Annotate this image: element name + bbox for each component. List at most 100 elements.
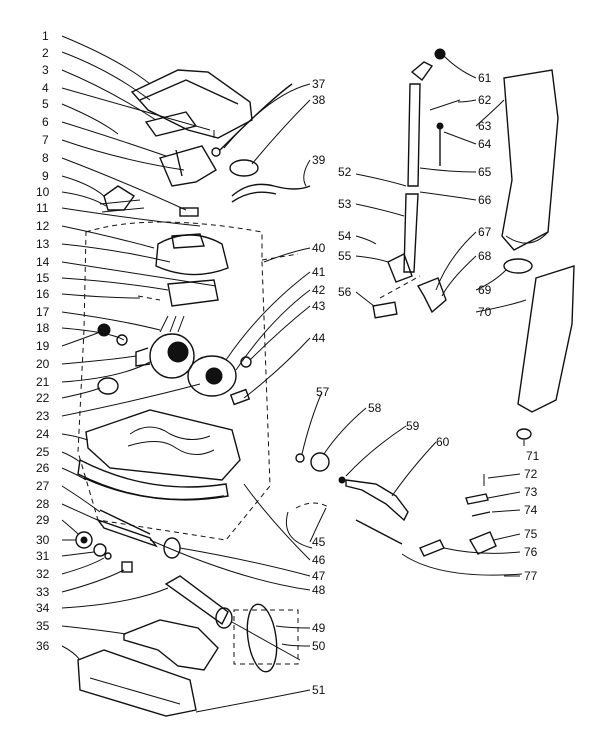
callout-66: 66 [478, 193, 492, 207]
callout-58: 58 [368, 401, 382, 415]
callout-30: 30 [36, 533, 50, 547]
callout-51: 51 [312, 683, 326, 697]
outer-bag-upper [501, 69, 559, 251]
filter-plate [167, 279, 219, 307]
callout-26: 26 [36, 461, 50, 475]
callout-22: 22 [36, 391, 50, 405]
callout-50: 50 [312, 639, 326, 653]
callout-46: 46 [312, 553, 326, 567]
callout-45: 45 [312, 535, 326, 549]
callout-41: 41 [312, 265, 326, 279]
axle-rail [96, 518, 158, 548]
callout-16: 16 [36, 287, 50, 301]
callout-61: 61 [478, 71, 492, 85]
upper-handle [407, 83, 421, 187]
motor-housing-top [155, 234, 229, 276]
belt-outline [123, 619, 219, 671]
callout-52: 52 [338, 165, 352, 179]
callout-1: 1 [42, 29, 49, 43]
upper-bracket [159, 145, 217, 187]
callout-32: 32 [36, 567, 50, 581]
motor-body [149, 333, 195, 379]
fan [97, 377, 119, 395]
swivel-plate [372, 301, 398, 319]
callout-8: 8 [42, 151, 49, 165]
bag-clamp [503, 258, 533, 274]
callout-38: 38 [312, 93, 326, 107]
callout-17: 17 [36, 305, 50, 319]
callout-7: 7 [42, 133, 49, 147]
power-cord [231, 183, 311, 197]
callout-20: 20 [36, 357, 50, 371]
callout-18: 18 [36, 321, 50, 335]
callout-13: 13 [36, 237, 50, 251]
callout-42: 42 [312, 283, 326, 297]
callout-62: 62 [478, 93, 492, 107]
bumper [77, 458, 229, 501]
fan-housing [187, 355, 237, 397]
base-tray [77, 649, 197, 717]
callout-75: 75 [524, 527, 538, 541]
callout-47: 47 [312, 569, 326, 583]
callout-56: 56 [338, 285, 352, 299]
callout-31: 31 [36, 549, 50, 563]
brush-roll [164, 575, 229, 626]
callout-70: 70 [478, 305, 492, 319]
callout-53: 53 [338, 197, 352, 211]
callout-34: 34 [36, 601, 50, 615]
callout-33: 33 [36, 585, 50, 599]
callout-15: 15 [36, 271, 50, 285]
callout-25: 25 [36, 445, 50, 459]
callout-14: 14 [36, 255, 50, 269]
callout-12: 12 [36, 219, 50, 233]
handle-grip [410, 61, 434, 82]
callout-76: 76 [524, 545, 538, 559]
callout-40: 40 [312, 241, 326, 255]
callout-11: 11 [36, 201, 49, 215]
base-plate [85, 409, 241, 481]
body-outline [77, 221, 271, 541]
callout-24: 24 [36, 427, 50, 441]
callout-labels: 1 2 3 4 5 6 7 8 9 10 11 12 13 14 15 16 1… [36, 29, 540, 697]
leader-lines [61, 35, 527, 713]
callout-21: 21 [36, 375, 50, 389]
switch-assembly [103, 185, 136, 211]
callout-68: 68 [478, 249, 492, 263]
callout-9: 9 [42, 169, 49, 183]
callout-59: 59 [406, 419, 420, 433]
callout-49: 49 [312, 621, 326, 635]
callout-69: 69 [478, 283, 492, 297]
callout-37: 37 [312, 77, 326, 91]
callout-77: 77 [524, 569, 538, 583]
callout-55: 55 [338, 249, 352, 263]
pedal-knob [310, 452, 330, 472]
callout-3: 3 [42, 63, 49, 77]
callout-64: 64 [478, 137, 492, 151]
callout-29: 29 [36, 513, 50, 527]
callout-57: 57 [316, 385, 330, 399]
callout-44: 44 [312, 331, 326, 345]
callout-67: 67 [478, 225, 492, 239]
lower-handle [403, 193, 419, 273]
callout-72: 72 [524, 467, 538, 481]
callout-5: 5 [42, 97, 49, 111]
callout-60: 60 [436, 435, 450, 449]
callout-6: 6 [42, 115, 49, 129]
callout-36: 36 [36, 639, 50, 653]
callout-48: 48 [312, 583, 326, 597]
height-lever [345, 479, 409, 522]
callout-39: 39 [312, 153, 326, 167]
callout-71: 71 [526, 449, 540, 463]
callout-54: 54 [338, 229, 352, 243]
callout-4: 4 [42, 81, 49, 95]
callout-19: 19 [36, 339, 50, 353]
callout-73: 73 [524, 485, 538, 499]
outer-bag-lower [517, 265, 575, 413]
cord-plug [211, 147, 221, 157]
callout-74: 74 [524, 503, 538, 517]
callout-27: 27 [36, 479, 50, 493]
callout-65: 65 [478, 165, 492, 179]
callout-23: 23 [36, 409, 50, 423]
callout-2: 2 [42, 46, 49, 60]
